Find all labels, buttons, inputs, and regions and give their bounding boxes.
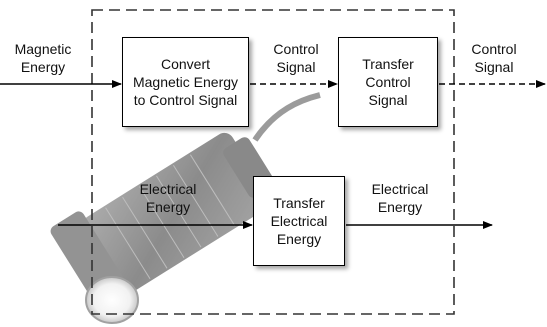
label-line: Signal <box>474 59 514 75</box>
label-line: Energy <box>20 59 66 75</box>
label-line: Control <box>273 41 319 57</box>
box-line: Magnetic Energy <box>132 74 239 90</box>
label-line: Energy <box>377 199 423 215</box>
convert-box: Convert Magnetic Energy to Control Signa… <box>122 37 249 127</box>
sensor-illustration <box>50 92 321 324</box>
box-line: Convert <box>160 56 211 72</box>
electrical-energy-output-label: Electrical Energy <box>358 180 442 216</box>
label-line: Electrical <box>139 181 197 197</box>
box-line: Energy <box>276 231 322 247</box>
box-line: Transfer <box>273 195 325 211</box>
label-line: Energy <box>145 199 191 215</box>
control-signal-output-label: Control Signal <box>456 40 532 76</box>
box-line: Electrical <box>270 213 328 229</box>
electrical-energy-input-label: Electrical Energy <box>128 180 208 216</box>
label-line: Electrical <box>371 181 429 197</box>
box-line: Transfer <box>362 56 414 72</box>
box-line: Control <box>365 74 411 90</box>
box-line: to Control Signal <box>133 92 238 108</box>
box-line: Signal <box>368 92 408 108</box>
label-line: Signal <box>276 59 316 75</box>
sensor-body <box>82 132 271 293</box>
sensor-face <box>85 276 139 324</box>
magnetic-energy-input-label: Magnetic Energy <box>8 40 78 76</box>
label-line: Control <box>471 41 517 57</box>
label-line: Magnetic <box>14 41 72 57</box>
transfer-electrical-energy-box: Transfer Electrical Energy <box>253 176 345 266</box>
transfer-control-signal-box: Transfer Control Signal <box>338 37 438 127</box>
system-boundary <box>91 9 455 315</box>
sensor-cable <box>252 92 321 142</box>
control-signal-label: Control Signal <box>258 40 334 76</box>
